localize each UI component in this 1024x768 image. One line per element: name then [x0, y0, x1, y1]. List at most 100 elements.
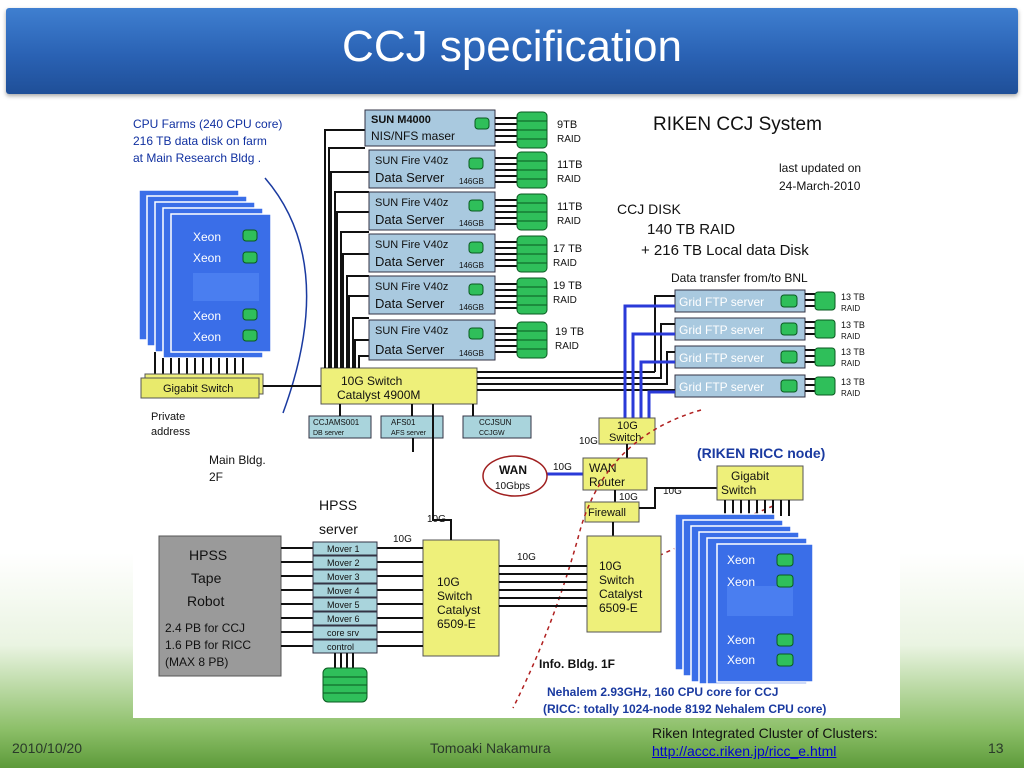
grid-ftp-0-raid-size: 13 TB [841, 292, 865, 302]
footer-note: Riken Integrated Cluster of Clusters: ht… [652, 724, 878, 760]
wan-line1: WAN [499, 463, 527, 477]
gigabit-switch-left-label: Gigabit Switch [163, 383, 233, 395]
gigabit-switch-left-back [140, 377, 260, 399]
wan-cloud [482, 455, 548, 497]
gigabit-switch-right-line2: Switch [721, 483, 756, 497]
title-bar: CCJ specification [6, 8, 1018, 94]
wan-router-line2: Router [589, 475, 625, 489]
hpss-server-line1: HPSS [319, 497, 357, 513]
grid-ftp-2-raid: RAID [841, 359, 860, 368]
catalyst-right-line2: Switch [599, 573, 634, 587]
ricc-disk-icons [776, 553, 794, 667]
wan-router [582, 457, 648, 491]
mover-6: core srv [327, 628, 360, 638]
cpu-farm-line1: CPU Farms (240 CPU core) [133, 117, 282, 131]
server-5-raid: RAID [555, 341, 579, 352]
server-2-line1: SUN Fire V40z [375, 197, 448, 209]
private-line2: address [151, 426, 191, 438]
server-2-disk-icon [468, 199, 484, 212]
diagram-svg: RIKEN CCJ System last updated on 24-Marc… [133, 109, 865, 716]
ricc-node-label-2: Xeon [727, 575, 755, 589]
server-raids [495, 111, 548, 359]
server-4-line1: SUN Fire V40z [375, 281, 448, 293]
nehalem-line2: (RICC: totally 1024-node 8192 Nehalem CP… [543, 702, 826, 716]
mover-2: Mover 3 [327, 572, 360, 582]
server-2-disk: 146GB [459, 219, 484, 228]
farm-hidden-label [193, 273, 259, 301]
grid-ftp-1-raid-size: 13 TB [841, 320, 865, 330]
hpss-server-line2: server [319, 521, 358, 537]
tape-robot-line4: 2.4 PB for CCJ [165, 621, 245, 635]
catalyst-links [499, 565, 587, 607]
main-bldg-line2: 2F [209, 470, 223, 484]
slide-title: CCJ specification [342, 22, 682, 71]
tape-robot-line6: (MAX 8 PB) [165, 655, 228, 669]
server-3-raid: RAID [553, 258, 577, 269]
updated-line2: 24-March-2010 [779, 179, 861, 193]
server-3: SUN Fire V40z Data Server 146GB [368, 233, 496, 273]
ricc-node-label-4: Xeon [727, 653, 755, 667]
link-10g-label-d: 10G [663, 486, 682, 497]
info-bldg: Info. Bldg. 1F [539, 657, 615, 671]
switch-10g-small-line2: Switch [609, 432, 641, 444]
bnl-label: Data transfer from/to BNL [671, 271, 808, 285]
small-server-1-line1: AFS01 [391, 418, 416, 427]
server-4-disk-icon [468, 283, 484, 296]
server-5: SUN Fire V40z Data Server 146GB [368, 319, 496, 361]
small-server-2-line2: CCJGW [479, 430, 505, 437]
mover-7: control [327, 642, 354, 652]
tape-robot-line5: 1.6 PB for RICC [165, 638, 251, 652]
firewall-label: Firewall [588, 507, 626, 519]
grid-ftp-1-label: Grid FTP server [679, 323, 764, 337]
hpss-tape-robot [158, 535, 282, 677]
small-server-1-line2: AFS server [391, 430, 427, 437]
server-3-disk: 146GB [459, 261, 484, 270]
server-5-disk: 146GB [459, 349, 484, 358]
private-line1: Private [151, 411, 185, 423]
farm-node-label-4: Xeon [193, 330, 221, 344]
server-2-raid: RAID [557, 216, 581, 227]
catalyst-right-line1: 10G [599, 559, 622, 573]
small-server-0-line1: CCJAMS001 [313, 418, 360, 427]
tape-robot-line1: HPSS [189, 547, 227, 563]
hpss-disk-cables [334, 653, 354, 668]
nehalem-line1: Nehalem 2.93GHz, 160 CPU core for CCJ [547, 685, 778, 699]
small-servers [308, 404, 532, 452]
link-10g-label-c: 10G [619, 492, 638, 503]
server-4-line2: Data Server [375, 296, 445, 311]
server-0-line2: NIS/NFS maser [371, 129, 455, 143]
grid-ftp-blue-links [523, 304, 675, 476]
grid-ftp-1-raid: RAID [841, 332, 860, 341]
server-3-line2: Data Server [375, 254, 445, 269]
server-4-disk: 146GB [459, 303, 484, 312]
main-bldg-line1: Main Bldg. [209, 453, 266, 467]
server-5-line1: SUN Fire V40z [375, 325, 448, 337]
ricc-node-label-1: Xeon [727, 553, 755, 567]
farm-boundary-arc [264, 177, 308, 414]
server-2-line2: Data Server [375, 212, 445, 227]
link-10g-label-f: 10G [427, 514, 446, 525]
grid-ftp-0-raid: RAID [841, 304, 860, 313]
mover-links [281, 547, 423, 647]
server-3-disk-icon [468, 241, 484, 254]
ccj-disk-line1: CCJ DISK [617, 201, 681, 217]
farm-disk-icons [242, 229, 258, 342]
footer-link[interactable]: http://accc.riken.jp/ricc_e.html [652, 743, 837, 759]
mover-1: Mover 2 [327, 558, 360, 568]
catalyst-left-line2: Switch [437, 589, 472, 603]
server-2-raid-size: 11TB [557, 201, 582, 213]
hpss-disk-array [322, 667, 368, 703]
link-10g-label-g: 10G [393, 534, 412, 545]
ricc-title: (RIKEN RICC node) [697, 445, 825, 461]
farm-node-label-3: Xeon [193, 309, 221, 323]
server-1: SUN Fire V40z Data Server 146GB [368, 149, 496, 189]
server-3-raid-size: 17 TB [553, 243, 582, 255]
small-server-0-line2: DB server [313, 430, 345, 437]
server-5-raid-size: 19 TB [555, 326, 584, 338]
link-10g-label-b: 10G [553, 462, 572, 473]
grid-ftp-3-raid-size: 13 TB [841, 377, 865, 387]
grid-ftp-3-label: Grid FTP server [679, 380, 764, 394]
footer-date: 2010/10/20 [12, 740, 83, 756]
farm-cables [154, 352, 244, 374]
grid-ftp-boxes [674, 289, 836, 398]
